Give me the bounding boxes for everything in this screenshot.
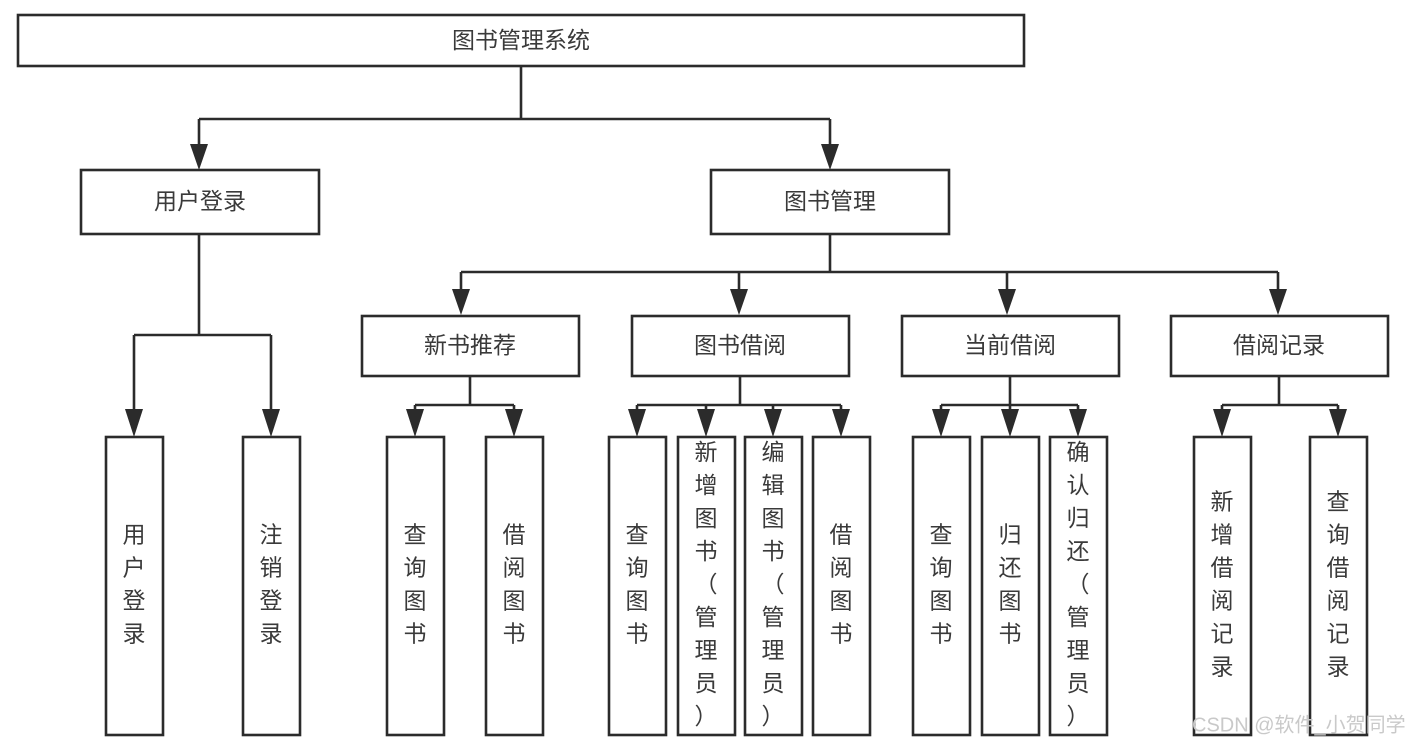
leaf-edit-book-admin-box[interactable] — [743, 435, 804, 737]
leaf-recommend-borrow-book-box[interactable] — [484, 435, 545, 737]
leaf-logout[interactable]: 注销登录 — [241, 435, 302, 737]
node-root-system-box[interactable] — [16, 13, 1026, 68]
node-borrow-record-label: 借阅记录 — [1233, 332, 1325, 358]
leaf-confirm-return-admin-label: 确认归还（管理员） — [1067, 439, 1090, 729]
leaf-recommend-query-book[interactable]: 查询图书 — [385, 435, 446, 737]
leaf-borrow-borrow-book-box[interactable] — [811, 435, 872, 737]
leaf-recommend-query-book-box[interactable] — [385, 435, 446, 737]
leaf-query-borrow-record-label: 查询借阅记录 — [1327, 489, 1350, 680]
node-user-login-box[interactable] — [79, 168, 321, 236]
leaf-confirm-return-admin[interactable]: 确认归还（管理员） — [1048, 435, 1109, 737]
arrow-to-leaf-add-record — [1213, 409, 1231, 437]
leaf-add-book-admin-box[interactable] — [676, 435, 737, 737]
leaf-borrow-borrow-book-label: 借阅图书 — [830, 522, 853, 647]
leaf-recommend-borrow-book-label: 借阅图书 — [503, 522, 526, 647]
arrow-to-book-borrow — [730, 289, 748, 315]
leaf-confirm-return-admin-box[interactable] — [1048, 435, 1109, 737]
arrow-to-user-login — [190, 144, 208, 170]
leaf-user-login[interactable]: 用户登录 — [104, 435, 165, 737]
leaf-add-borrow-record[interactable]: 新增借阅记录 — [1192, 435, 1253, 737]
leaf-borrow-query-book[interactable]: 查询图书 — [607, 435, 668, 737]
leaf-query-borrow-record[interactable]: 查询借阅记录 — [1308, 435, 1369, 737]
leaf-current-query-book-label: 查询图书 — [930, 522, 953, 647]
leaf-edit-book-admin-label: 编辑图书（管理员） — [762, 439, 785, 729]
node-new-book-recommend[interactable]: 新书推荐 — [360, 314, 581, 378]
connector-layer — [125, 66, 1347, 437]
leaf-return-book-box[interactable] — [980, 435, 1041, 737]
arrow-to-current-borrow — [998, 289, 1016, 315]
leaf-query-borrow-record-box[interactable] — [1308, 435, 1369, 737]
node-user-login-label: 用户登录 — [154, 188, 246, 214]
arrow-to-leaf-edit-book — [764, 409, 782, 437]
node-root-system-label: 图书管理系统 — [452, 27, 590, 53]
arrow-to-leaf-confirm-return — [1069, 409, 1087, 437]
leaf-current-query-book-box[interactable] — [911, 435, 972, 737]
leaf-add-borrow-record-box[interactable] — [1192, 435, 1253, 737]
arrow-to-leaf-borrow-book-a — [505, 409, 523, 437]
arrow-to-borrow-record — [1269, 289, 1287, 315]
leaf-borrow-query-book-label: 查询图书 — [626, 522, 649, 647]
arrow-to-leaf-query-record — [1329, 409, 1347, 437]
node-book-management-label: 图书管理 — [784, 188, 876, 214]
arrow-to-new-book-recommend — [452, 289, 470, 315]
node-book-borrow-label: 图书借阅 — [694, 332, 786, 358]
arrow-to-leaf-query-book-c — [932, 409, 950, 437]
leaf-return-book-label: 归还图书 — [999, 522, 1022, 647]
arrow-to-leaf-user-login — [125, 409, 143, 437]
arrow-to-leaf-return-book — [1001, 409, 1019, 437]
leaf-current-query-book[interactable]: 查询图书 — [911, 435, 972, 737]
node-current-borrow-box[interactable] — [900, 314, 1121, 378]
node-book-management-box[interactable] — [709, 168, 951, 236]
node-current-borrow-label: 当前借阅 — [964, 332, 1056, 358]
node-new-book-recommend-label: 新书推荐 — [424, 332, 516, 358]
csdn-watermark: CSDN @软件_小贺同学 — [1192, 713, 1405, 736]
leaf-add-borrow-record-label: 新增借阅记录 — [1211, 489, 1234, 680]
node-book-management[interactable]: 图书管理 — [709, 168, 951, 236]
leaf-borrow-borrow-book[interactable]: 借阅图书 — [811, 435, 872, 737]
node-book-borrow[interactable]: 图书借阅 — [630, 314, 851, 378]
leaf-user-login-box[interactable] — [104, 435, 165, 737]
arrow-to-leaf-add-book — [697, 409, 715, 437]
leaf-logout-label: 注销登录 — [260, 522, 283, 647]
leaf-recommend-borrow-book[interactable]: 借阅图书 — [484, 435, 545, 737]
leaf-add-book-admin[interactable]: 新增图书（管理员） — [676, 435, 737, 737]
node-current-borrow[interactable]: 当前借阅 — [900, 314, 1121, 378]
arrow-to-leaf-borrow-book-b — [832, 409, 850, 437]
node-user-login[interactable]: 用户登录 — [79, 168, 321, 236]
leaf-borrow-query-book-box[interactable] — [607, 435, 668, 737]
leaf-user-login-label: 用户登录 — [123, 522, 146, 647]
arrow-to-book-mgmt — [821, 144, 839, 170]
node-new-book-recommend-box[interactable] — [360, 314, 581, 378]
leaf-add-book-admin-label: 新增图书（管理员） — [695, 439, 718, 729]
node-book-borrow-box[interactable] — [630, 314, 851, 378]
node-borrow-record[interactable]: 借阅记录 — [1169, 314, 1390, 378]
leaf-recommend-query-book-label: 查询图书 — [404, 522, 427, 647]
arrow-to-leaf-query-book-b — [628, 409, 646, 437]
node-root-system[interactable]: 图书管理系统 — [16, 13, 1026, 68]
leaf-return-book[interactable]: 归还图书 — [980, 435, 1041, 737]
node-borrow-record-box[interactable] — [1169, 314, 1390, 378]
leaf-logout-box[interactable] — [241, 435, 302, 737]
arrow-to-leaf-query-book-a — [406, 409, 424, 437]
leaf-edit-book-admin[interactable]: 编辑图书（管理员） — [743, 435, 804, 737]
arrow-to-leaf-logout — [262, 409, 280, 437]
